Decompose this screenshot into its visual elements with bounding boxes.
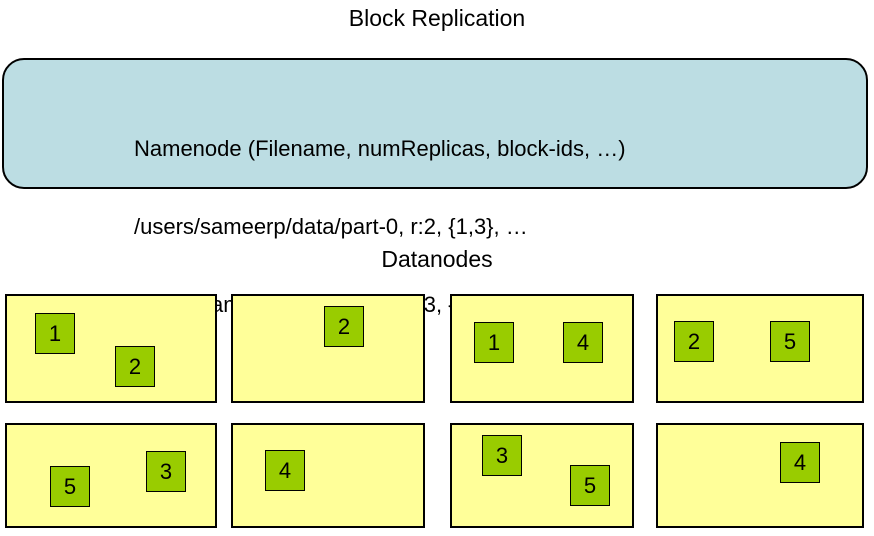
namenode-box: Namenode (Filename, numReplicas, block-i…: [2, 58, 868, 317]
block-4: 4: [563, 322, 603, 363]
datanode-box-8: 4: [656, 423, 864, 528]
block-1: 1: [35, 313, 75, 354]
block-2: 2: [674, 321, 714, 362]
block-1: 1: [474, 322, 514, 363]
namenode-line-part0: /users/sameerp/data/part-0, r:2, {1,3}, …: [134, 214, 528, 239]
datanode-box-2: 2: [231, 294, 425, 403]
datanode-box-6: 4: [231, 423, 425, 528]
block-2: 2: [115, 346, 155, 387]
diagram-title: Block Replication: [348, 5, 526, 31]
block-5: 5: [50, 466, 90, 507]
block-3: 3: [146, 451, 186, 492]
block-5: 5: [770, 321, 810, 362]
block-2: 2: [324, 306, 364, 347]
block-3: 3: [482, 435, 522, 476]
block-4: 4: [265, 450, 305, 491]
namenode-line-header: Namenode (Filename, numReplicas, block-i…: [134, 136, 626, 161]
block-4: 4: [780, 442, 820, 483]
block-5: 5: [570, 465, 610, 506]
datanodes-heading: Datanodes: [381, 246, 493, 272]
